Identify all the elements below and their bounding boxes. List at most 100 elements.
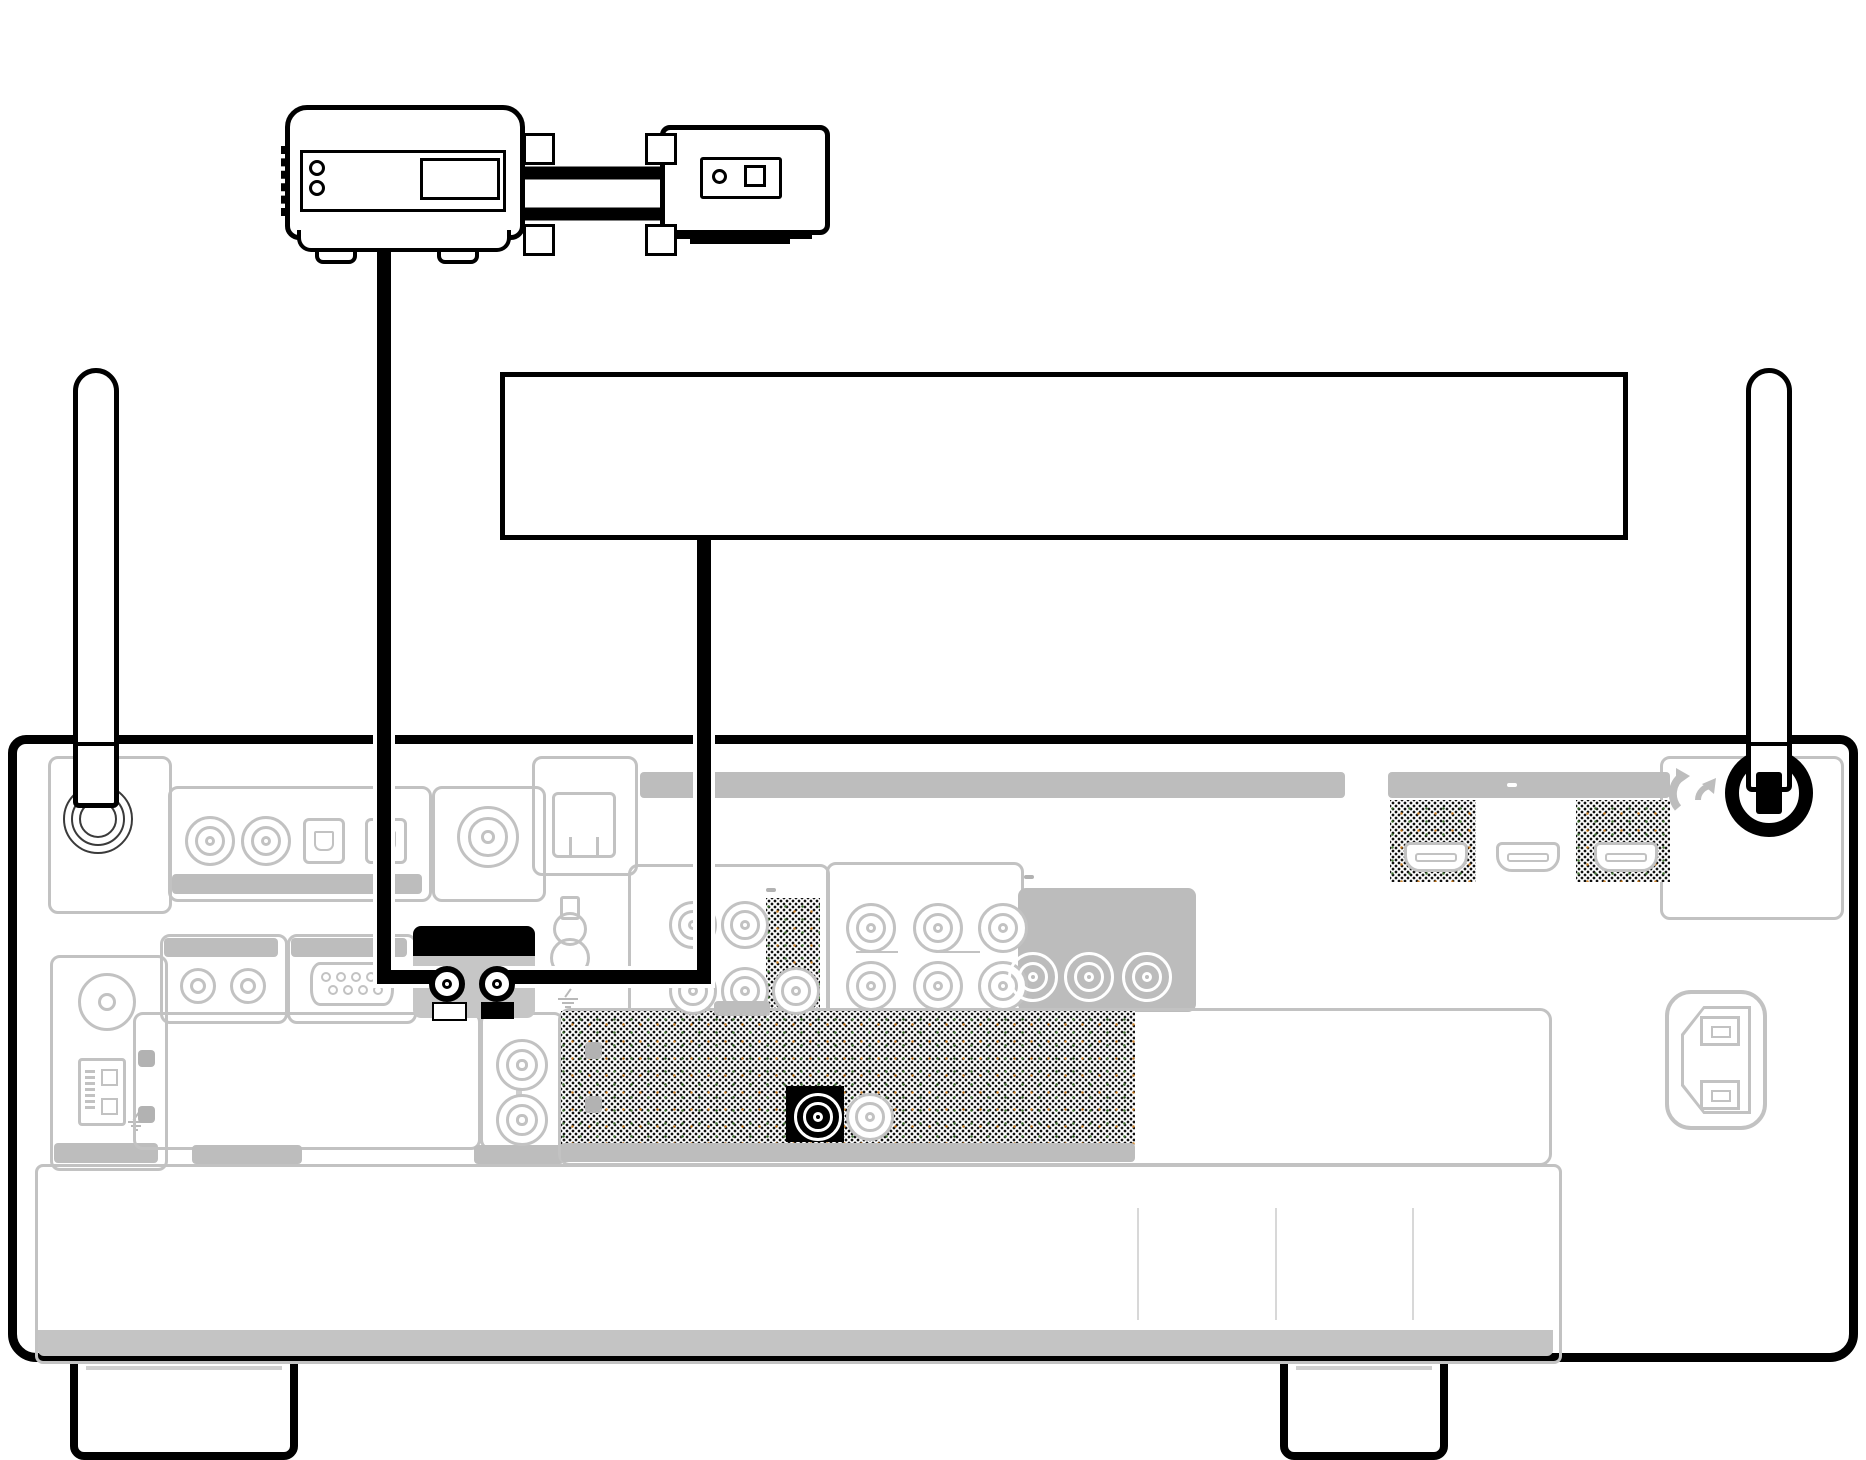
hdmi-out-port-monitor1: [1496, 842, 1560, 872]
antenna-footer: [54, 1143, 158, 1163]
am-terminal-spring: [85, 1067, 95, 1111]
ir-sensor-base2: [690, 239, 790, 244]
comp-out-pb-jack: [1064, 952, 1114, 1002]
hdmi-out-port-monitor2: [1594, 842, 1658, 872]
trigger-jack-2: [230, 968, 266, 1004]
db9-row1: [321, 972, 391, 982]
minus-terminal-left: [523, 224, 555, 256]
divider3: [1412, 1208, 1414, 1320]
foot-line: [1296, 1366, 1432, 1370]
ir-repeater-foot-right: [437, 250, 479, 264]
right-antenna-joint: [1746, 742, 1792, 746]
remote-control-device-box: [500, 372, 1628, 540]
video-jack-cblsat: [669, 901, 717, 949]
comp-in-pb-2: [913, 961, 963, 1011]
hdmi-out-header: [1388, 772, 1670, 798]
preout-footer: [561, 1143, 1135, 1162]
ir-repeater-fins: [281, 146, 285, 216]
dash2: [936, 951, 980, 953]
optical-jack-tv: [303, 818, 345, 864]
comp-out-y-jack: [1008, 952, 1058, 1002]
component-out-badge: [1024, 875, 1034, 879]
hdmi-out-badge: [1507, 783, 1517, 787]
ir-repeater-display: [420, 158, 500, 200]
am-ground-icon: [126, 1112, 146, 1132]
preout-subwoofer1-jack: [794, 1093, 842, 1141]
right-antenna-rod: [1746, 368, 1792, 792]
comp-in-y-1: [846, 903, 896, 953]
ir-sensor-eye: [712, 169, 727, 184]
video-jack-zone2: [772, 967, 820, 1015]
comp-in-pr-1: [978, 903, 1028, 953]
phono-footer: [474, 1145, 564, 1164]
receiver-foot-right: [1280, 1348, 1448, 1460]
trigger-out-header: [164, 938, 278, 957]
preout-subwoofer2-jack: [846, 1093, 894, 1141]
am-terminal-hole1: [101, 1069, 118, 1086]
ir-sensor-window: [700, 157, 782, 199]
am-terminal-hole2: [101, 1098, 118, 1115]
audio-r-box: [138, 1106, 155, 1123]
hdmi-in-header: [640, 772, 1345, 798]
network-rj45-jack: [552, 792, 616, 858]
ir-sensor-base: [668, 230, 812, 239]
audio-l-box: [138, 1050, 155, 1067]
am-terminal: [78, 1058, 126, 1126]
ir-sensor-device: [660, 125, 830, 235]
ac-pin-bottom: [1700, 1080, 1740, 1110]
minus-terminal-right: [645, 224, 677, 256]
right-antenna-socket: [1756, 772, 1782, 814]
gnd-post-lower: [550, 938, 590, 978]
audio-in-block: [133, 1012, 481, 1150]
ir-repeater-front-panel: [300, 150, 506, 212]
ir-sensor-square: [744, 165, 766, 187]
video-monitor-bar: [714, 1001, 770, 1016]
fm-am-antenna-block: [50, 955, 168, 1171]
fm-jack-pin: [98, 993, 116, 1011]
fm-jack-outer: [78, 973, 136, 1031]
remote-control-header: [413, 926, 535, 956]
preout-l-box: [585, 1042, 602, 1059]
signal-gnd-icon: [556, 988, 580, 1010]
ir-repeater-led1: [309, 160, 325, 176]
trigger-jack-1: [180, 968, 216, 1004]
video-jack-dvd: [669, 967, 717, 1015]
foot-line: [86, 1366, 282, 1370]
remote-out-badge: [481, 1002, 514, 1019]
comp-in-pb-1: [913, 903, 963, 953]
ir-repeater-base: [297, 230, 511, 252]
divider1: [1137, 1208, 1139, 1320]
rs232-header: [291, 938, 407, 957]
video-out-badge: [766, 888, 776, 892]
video-in-header: [634, 868, 640, 885]
cable-b-junction: [697, 540, 711, 549]
ir-repeater-led2: [309, 180, 325, 196]
phono-jack-l: [496, 1039, 548, 1091]
coaxial-jack-dvd: [241, 816, 291, 866]
receiver-foot-left: [70, 1348, 298, 1460]
component-in-header: [836, 866, 842, 882]
comp-in-y-2: [846, 961, 896, 1011]
left-antenna-rod: [73, 368, 119, 808]
divider2: [1275, 1208, 1277, 1320]
denon-link-jack: [457, 806, 519, 868]
plus-terminal-right: [645, 133, 677, 165]
left-antenna-joint: [73, 742, 119, 746]
trigger-out-block: [160, 934, 288, 1024]
video-jack-game: [721, 901, 769, 949]
digital-audio-footer: [172, 874, 422, 894]
remote-ir-in-jack: [429, 966, 465, 1002]
comp-out-pr-jack: [1122, 952, 1172, 1002]
hdmi-out-port-zone2: [1404, 842, 1468, 872]
plus-terminal-left: [523, 133, 555, 165]
component-out-header: [1024, 866, 1034, 882]
cable-a-junction: [377, 248, 391, 258]
remote-in-badge: [432, 1002, 467, 1021]
ac-inlet-outer: [1665, 990, 1767, 1130]
video-out-badge-wrap: [766, 883, 776, 895]
coaxial-jack-cblsat: [185, 816, 235, 866]
rotate-antenna-icon: [1668, 768, 1716, 811]
ac-pin-top: [1700, 1016, 1740, 1046]
optical-jack-cd: [365, 818, 407, 864]
